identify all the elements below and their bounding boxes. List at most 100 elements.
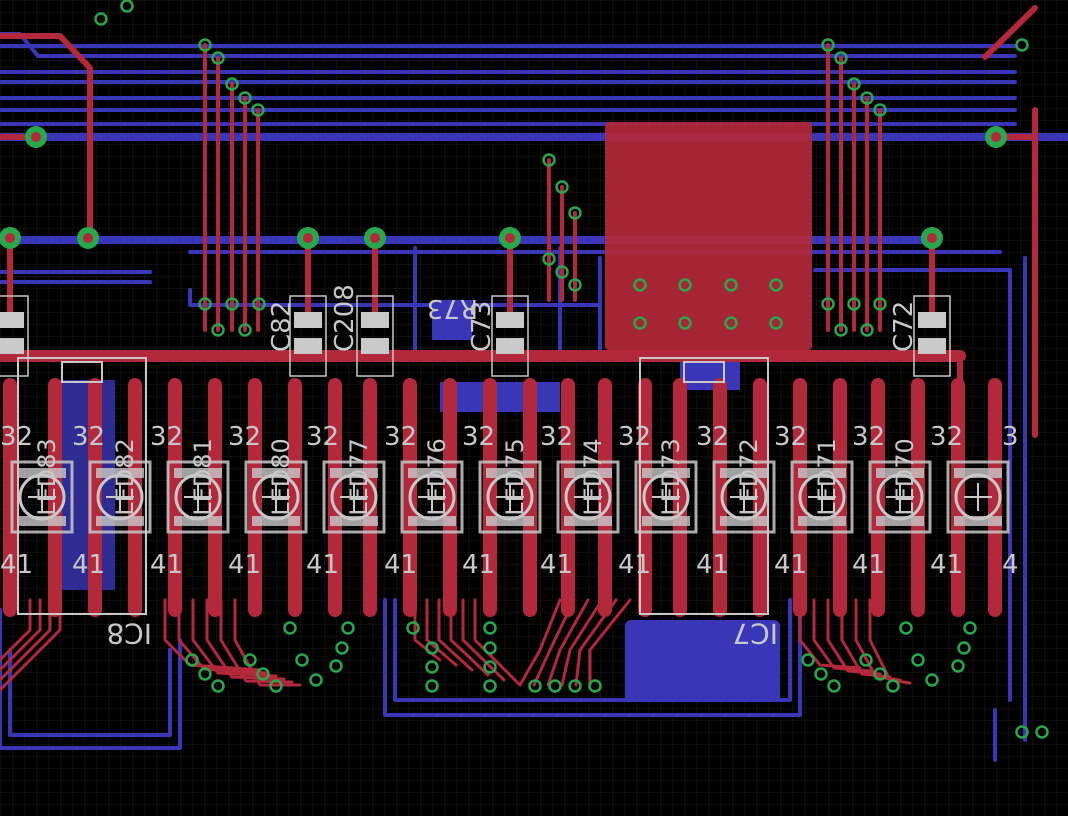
led[interactable]: LED83: [10, 438, 74, 534]
via-small[interactable]: [425, 641, 439, 655]
via-small[interactable]: [425, 679, 439, 693]
via-small[interactable]: [309, 673, 323, 687]
via-small[interactable]: [528, 679, 542, 693]
via-small[interactable]: [120, 0, 134, 13]
via-small[interactable]: [238, 323, 252, 337]
via-small[interactable]: [406, 621, 420, 635]
via-small[interactable]: [724, 316, 738, 330]
ic7-outline[interactable]: [639, 357, 769, 615]
via-small[interactable]: [821, 297, 835, 311]
via-small[interactable]: [873, 103, 887, 117]
smd-capacitor[interactable]: [356, 295, 394, 377]
via-small[interactable]: [483, 621, 497, 635]
via-small[interactable]: [568, 278, 582, 292]
via-small[interactable]: [859, 653, 873, 667]
via-small[interactable]: [283, 621, 297, 635]
via-small[interactable]: [269, 679, 283, 693]
led[interactable]: LED71: [790, 438, 854, 534]
via-small[interactable]: [198, 297, 212, 311]
via-small[interactable]: [225, 77, 239, 91]
via-small[interactable]: [834, 323, 848, 337]
via-small[interactable]: [588, 679, 602, 693]
via-small[interactable]: [225, 297, 239, 311]
via-small[interactable]: [925, 673, 939, 687]
via-small[interactable]: [252, 297, 266, 311]
via-small[interactable]: [886, 679, 900, 693]
via-small[interactable]: [335, 641, 349, 655]
via-small[interactable]: [185, 653, 199, 667]
via-small[interactable]: [542, 252, 556, 266]
via-small[interactable]: [873, 667, 887, 681]
via-small[interactable]: [483, 660, 497, 674]
via-small[interactable]: [633, 316, 647, 330]
led[interactable]: LED73: [634, 438, 698, 534]
via-small[interactable]: [957, 641, 971, 655]
via-small[interactable]: [899, 621, 913, 635]
via-small[interactable]: [483, 641, 497, 655]
pin-number-bottom: 41: [774, 550, 807, 580]
via-small[interactable]: [548, 679, 562, 693]
via-small[interactable]: [329, 659, 343, 673]
via-small[interactable]: [814, 667, 828, 681]
via-small[interactable]: [769, 316, 783, 330]
via-small[interactable]: [1015, 725, 1029, 739]
ic7-pin1-marker: [683, 361, 725, 383]
via-small[interactable]: [834, 51, 848, 65]
via-small[interactable]: [555, 180, 569, 194]
via-small[interactable]: [568, 206, 582, 220]
via-small[interactable]: [1015, 38, 1029, 52]
pin-number-bottom: 41: [696, 550, 729, 580]
led[interactable]: LED75: [478, 438, 542, 534]
led[interactable]: LED76: [400, 438, 464, 534]
via-small[interactable]: [94, 12, 108, 26]
smd-capacitor[interactable]: [289, 295, 327, 377]
via-small[interactable]: [678, 316, 692, 330]
via-small[interactable]: [198, 38, 212, 52]
via-small[interactable]: [243, 653, 257, 667]
led[interactable]: LED77: [322, 438, 386, 534]
via-small[interactable]: [801, 653, 815, 667]
via-small[interactable]: [860, 323, 874, 337]
smd-capacitor[interactable]: [491, 295, 529, 377]
via-small[interactable]: [633, 278, 647, 292]
via-small[interactable]: [678, 278, 692, 292]
via-small[interactable]: [555, 265, 569, 279]
via-small[interactable]: [542, 153, 556, 167]
led[interactable]: [946, 460, 1010, 534]
via-small[interactable]: [769, 278, 783, 292]
led[interactable]: LED81: [166, 438, 230, 534]
via-small[interactable]: [963, 621, 977, 635]
via-small[interactable]: [211, 51, 225, 65]
led[interactable]: LED82: [88, 438, 152, 534]
led[interactable]: LED70: [868, 438, 932, 534]
via-small[interactable]: [251, 103, 265, 117]
via-small[interactable]: [425, 660, 439, 674]
via-small[interactable]: [847, 77, 861, 91]
via-small[interactable]: [873, 297, 887, 311]
via-small[interactable]: [483, 679, 497, 693]
via-small[interactable]: [341, 621, 355, 635]
via-small[interactable]: [295, 653, 309, 667]
via-small[interactable]: [911, 653, 925, 667]
via-small[interactable]: [256, 667, 270, 681]
via-small[interactable]: [568, 679, 582, 693]
via-small[interactable]: [1035, 725, 1049, 739]
via-small[interactable]: [951, 659, 965, 673]
via-small[interactable]: [821, 38, 835, 52]
via-small[interactable]: [860, 91, 874, 105]
via-small[interactable]: [238, 91, 252, 105]
smd-capacitor[interactable]: [913, 295, 951, 377]
led[interactable]: LED74: [556, 438, 620, 534]
via-small[interactable]: [211, 323, 225, 337]
ic8-outline[interactable]: [17, 357, 147, 615]
via-small[interactable]: [198, 667, 212, 681]
via-small[interactable]: [724, 278, 738, 292]
smd-capacitor[interactable]: [0, 295, 29, 377]
via-small[interactable]: [847, 297, 861, 311]
led[interactable]: LED72: [712, 438, 776, 534]
via-small[interactable]: [827, 679, 841, 693]
led[interactable]: LED80: [244, 438, 308, 534]
via-small[interactable]: [211, 679, 225, 693]
